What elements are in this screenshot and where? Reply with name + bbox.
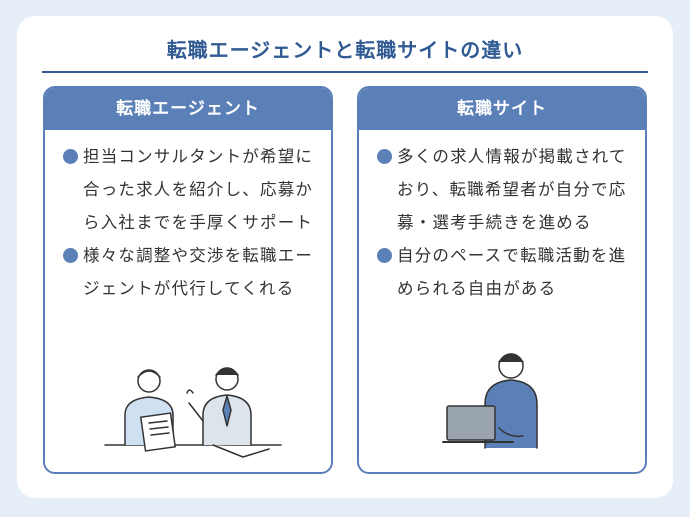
bullet-text: 様々な調整や交渉を転職エージェントが代行してくれる	[83, 246, 314, 298]
bullet-item: 様々な調整や交渉を転職エージェントが代行してくれる	[63, 239, 325, 305]
page-title: 転職エージェントと転職サイトの違い	[166, 38, 524, 62]
bullet-dot-icon	[63, 248, 78, 263]
laptop-user-illustration-icon	[442, 353, 538, 449]
bullet-item: 多くの求人情報が掲載されており、転職希望者が自分で応募・選考手続きを進める	[377, 140, 639, 239]
panel-site: 転職サイト 多くの求人情報が掲載されており、転職希望者が自分で応募・選考手続きを…	[357, 86, 647, 474]
panel-heading: 転職サイト	[359, 88, 645, 130]
meeting-illustration-icon	[104, 367, 282, 458]
bullet-dot-icon	[63, 149, 78, 164]
bullet-list: 多くの求人情報が掲載されており、転職希望者が自分で応募・選考手続きを進める 自分…	[377, 140, 639, 305]
bullet-dot-icon	[377, 248, 392, 263]
bullet-item: 担当コンサルタントが希望に合った求人を紹介し、応募から入社までを手厚くサポート	[63, 140, 325, 239]
bullet-dot-icon	[377, 149, 392, 164]
panel-agent: 転職エージェント 担当コンサルタントが希望に合った求人を紹介し、応募から入社まで…	[43, 86, 333, 474]
title-divider	[42, 71, 648, 73]
bullet-text: 担当コンサルタントが希望に合った求人を紹介し、応募から入社までを手厚くサポート	[83, 147, 314, 232]
bullet-list: 担当コンサルタントが希望に合った求人を紹介し、応募から入社までを手厚くサポート …	[63, 140, 325, 305]
bullet-text: 多くの求人情報が掲載されており、転職希望者が自分で応募・選考手続きを進める	[397, 147, 627, 232]
bullet-item: 自分のペースで転職活動を進められる自由がある	[377, 239, 639, 305]
bullet-text: 自分のペースで転職活動を進められる自由がある	[397, 246, 627, 298]
panel-heading: 転職エージェント	[45, 88, 331, 130]
